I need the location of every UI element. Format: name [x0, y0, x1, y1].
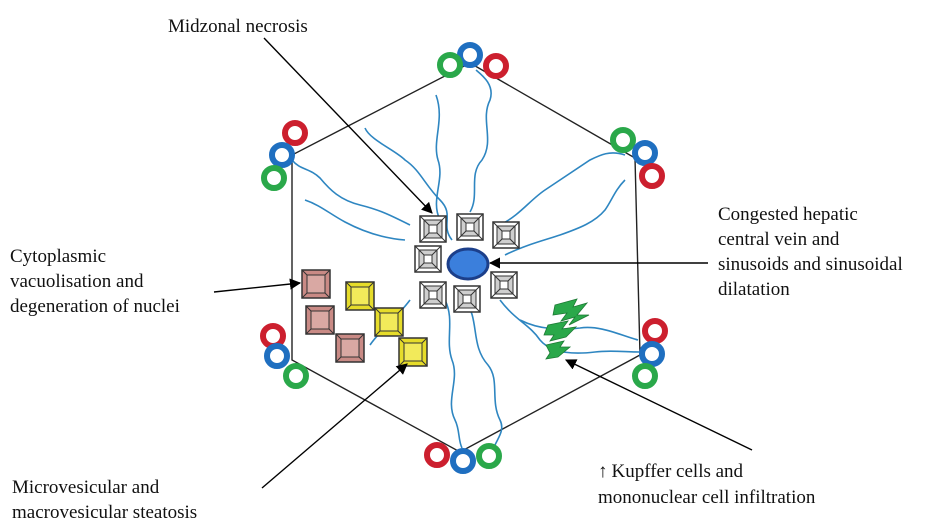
label-cytoplasmic-vacuolisation: Cytoplasmic vacuolisation and degenerati…: [10, 246, 180, 317]
necrotic-cell: [414, 245, 442, 273]
portal-triad-lower-right: [632, 318, 668, 389]
portal-triad-upper-right: [610, 127, 665, 189]
portal-triad-bottom: [424, 442, 502, 474]
portal-triad-lower-left: [260, 323, 309, 389]
degenerate-cell: [305, 305, 335, 335]
necrotic-cell: [419, 281, 447, 309]
label-congested-vein: Congested hepatic central vein and sinus…: [718, 204, 903, 300]
necrotic-cell: [453, 285, 481, 313]
label-kupffer-text: Kupffer cells and: [611, 461, 744, 482]
steatotic-cell: [374, 307, 404, 337]
steatotic-cell: [345, 281, 375, 311]
kupffer-cells: [543, 298, 590, 360]
arrow-kupffer: [564, 359, 753, 451]
label-kupffer-line2: mononuclear cell infiltration: [598, 487, 816, 508]
portal-triad-top: [437, 42, 509, 79]
label-kupffer-line1: ↑Kupffer cells and: [598, 459, 743, 484]
steatotic-cell: [398, 337, 428, 367]
label-steatosis: Microvesicular and macrovesicular steato…: [12, 477, 198, 523]
necrotic-cell: [419, 215, 447, 243]
portal-triad-upper-left: [261, 120, 308, 191]
degenerate-cell: [335, 333, 365, 363]
necrotic-cell: [490, 271, 518, 299]
degenerate-cell: [301, 269, 331, 299]
arrow-steatosis: [261, 363, 408, 489]
arrow-midzonal: [263, 37, 433, 214]
up-arrow-icon: ↑: [598, 461, 608, 482]
label-midzonal-necrosis: Midzonal necrosis: [168, 16, 308, 37]
arrow-cytoplasmic: [213, 278, 302, 293]
necrotic-cell: [456, 213, 484, 241]
necrotic-cell: [492, 221, 520, 249]
central-vein: [446, 247, 490, 281]
